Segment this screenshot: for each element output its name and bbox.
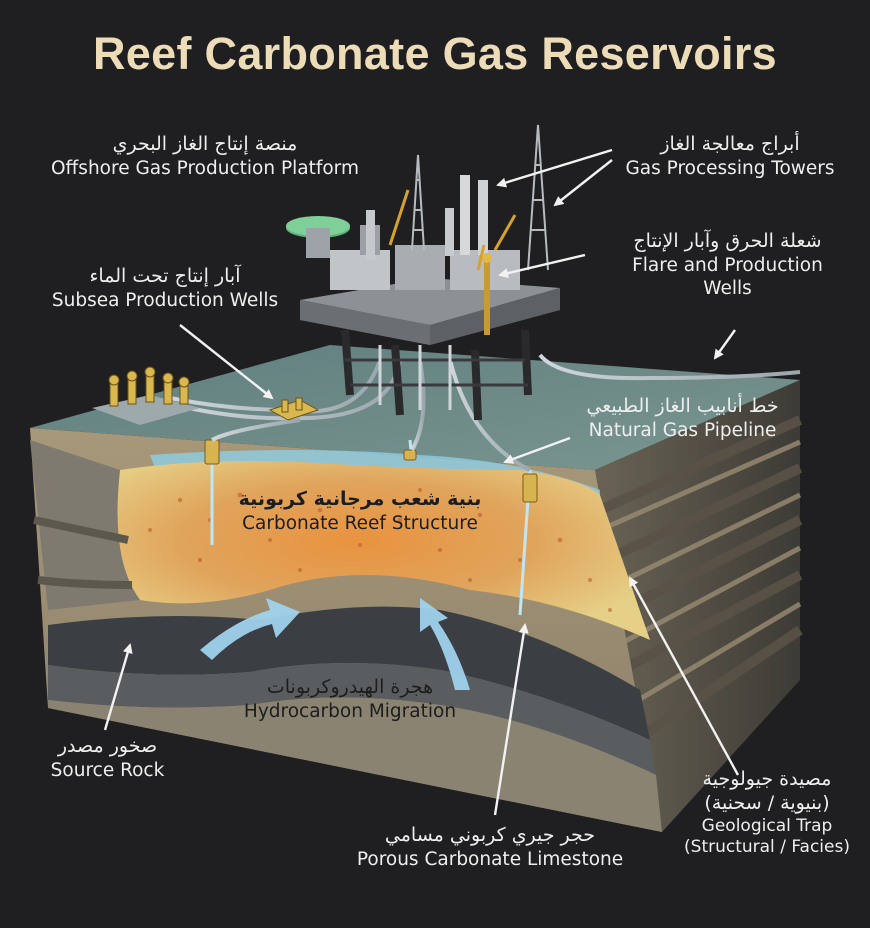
label-pipeline-en: Natural Gas Pipeline <box>588 419 777 441</box>
label-limestone: حجر جيري كربوني مسامي Porous Carbonate L… <box>345 824 635 871</box>
label-pipeline-ar: خط أنابيب الغاز الطبيعي <box>586 395 779 417</box>
right-face-strata <box>597 415 803 745</box>
label-source-en: Source Rock <box>50 759 165 781</box>
label-trap-ar-2: (بنيوية / سحنية) <box>704 791 830 814</box>
label-reef-ar: بنية شعب مرجانية كربونية <box>238 488 482 510</box>
label-limestone-en: Porous Carbonate Limestone <box>356 848 624 870</box>
label-source: صخور مصدر Source Rock <box>20 735 195 782</box>
label-trap-en: Geological Trap <box>701 815 833 836</box>
label-migration: هجرة الهيدروكربونات Hydrocarbon Migratio… <box>225 676 475 723</box>
reef-texture <box>148 488 612 612</box>
label-pipeline: خط أنابيب الغاز الطبيعي Natural Gas Pipe… <box>565 395 800 442</box>
subsea-manifold <box>92 366 200 425</box>
label-platform-ar: منصة إنتاج الغاز البحري <box>112 133 298 155</box>
label-limestone-ar: حجر جيري كربوني مسامي <box>384 824 596 846</box>
pointer-arrows <box>103 148 740 816</box>
reef-body <box>117 461 650 640</box>
label-flare-en-2: Wells <box>703 277 752 299</box>
subsea-wellheads <box>204 439 538 503</box>
label-platform: منصة إنتاج الغاز البحري Offshore Gas Pro… <box>40 133 370 180</box>
label-towers: أبراج معالجة الغاز Gas Processing Towers <box>610 133 850 180</box>
label-towers-ar: أبراج معالجة الغاز <box>660 133 800 155</box>
source-rock-band <box>48 606 650 740</box>
label-flare-ar: شعلة الحرق وآبار الإنتاج <box>633 230 822 252</box>
label-migration-en: Hydrocarbon Migration <box>243 700 457 722</box>
label-towers-en: Gas Processing Towers <box>625 157 835 179</box>
label-reef-en: Carbonate Reef Structure <box>242 512 478 534</box>
label-trap: مصيدة جيولوجية (بنيوية / سحنية) Geologic… <box>672 768 862 858</box>
left-strata <box>30 440 140 610</box>
subsea-manifold-2 <box>268 397 320 421</box>
platform-rig <box>286 124 560 421</box>
label-trap-ar: مصيدة جيولوجية <box>702 768 832 790</box>
label-flare: شعلة الحرق وآبار الإنتاج Flare and Produ… <box>605 230 850 300</box>
migration-arrows <box>200 598 470 690</box>
label-subsea-en: Subsea Production Wells <box>51 289 279 311</box>
source-rock-band-2 <box>48 662 656 775</box>
label-reef: بنية شعب مرجانية كربونية Carbonate Reef … <box>235 488 485 535</box>
label-flare-en: Flare and Production <box>632 254 823 276</box>
label-migration-ar: هجرة الهيدروكربونات <box>266 676 434 698</box>
right-face-strata-light <box>598 439 802 708</box>
label-trap-en-2: (Structural / Facies) <box>684 836 850 857</box>
label-source-ar: صخور مصدر <box>57 735 158 757</box>
label-subsea-ar: آبار إنتاج تحت الماء <box>89 265 241 287</box>
label-platform-en: Offshore Gas Production Platform <box>51 157 359 179</box>
label-subsea: آبار إنتاج تحت الماء Subsea Production W… <box>35 265 295 312</box>
page-title: Reef Carbonate Gas Reservoirs <box>93 28 777 79</box>
